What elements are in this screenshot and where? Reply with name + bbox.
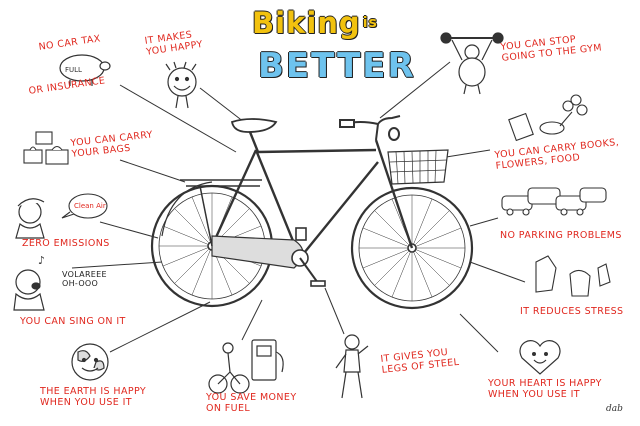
label-no-parking: No parking problems bbox=[500, 230, 622, 241]
leader-lines bbox=[71, 61, 526, 353]
weightlifter-icon bbox=[440, 32, 504, 95]
artist-signature: dab bbox=[606, 404, 623, 414]
bags-icon bbox=[23, 131, 69, 165]
title-line2: BETTER bbox=[258, 46, 416, 86]
traffic-jam-icon bbox=[501, 187, 607, 216]
heart-icon bbox=[519, 340, 561, 375]
label-earth: The earth is happywhen you use it bbox=[40, 386, 147, 408]
svg-text:♪: ♪ bbox=[38, 254, 45, 267]
piggy-bank-icon bbox=[59, 54, 111, 86]
label-stress: It reduces stress bbox=[520, 306, 624, 317]
chain-guard bbox=[211, 227, 326, 287]
happy-face-icon bbox=[165, 61, 197, 109]
person-talking-icon bbox=[15, 198, 45, 239]
earth-icon bbox=[71, 343, 109, 381]
label-money: You save moneyon fuel bbox=[206, 392, 297, 414]
label-heart: Your heart is happywhen you use it bbox=[488, 378, 602, 400]
label-sing: You can sing on it bbox=[20, 316, 126, 327]
stress-icon bbox=[535, 255, 611, 297]
label-zero-emissions: Zero emissions bbox=[22, 238, 110, 249]
rear-rack bbox=[161, 179, 262, 247]
strong-legs-icon bbox=[335, 334, 369, 399]
front-wheel bbox=[350, 186, 474, 310]
piggy-label: FULL bbox=[65, 66, 82, 74]
speech-bubble bbox=[61, 193, 108, 219]
fuel-pump-icon bbox=[208, 339, 284, 394]
handlebar bbox=[339, 115, 401, 141]
bicycle bbox=[150, 115, 474, 310]
front-basket bbox=[387, 149, 449, 185]
books-flowers-icon bbox=[508, 94, 588, 142]
singing-person-icon: ♪ bbox=[13, 254, 45, 311]
bubble-text: Clean Air bbox=[74, 202, 106, 210]
saddle bbox=[230, 118, 278, 133]
